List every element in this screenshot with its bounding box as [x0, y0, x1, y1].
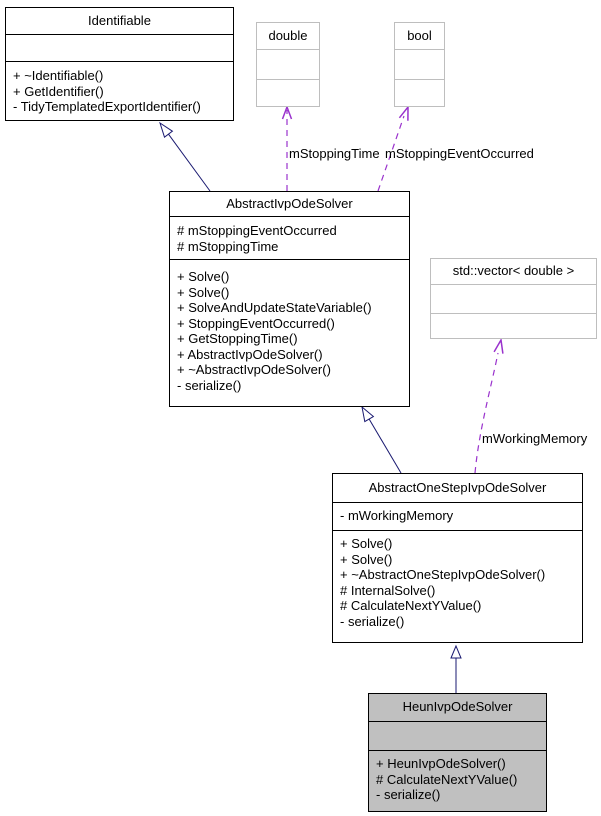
class-title: AbstractOneStepIvpOdeSolver: [368, 480, 547, 495]
inheritance-arrow-abstractivp-identifiable: [159, 121, 211, 192]
method-label: + AbstractIvpOdeSolver(): [177, 346, 323, 362]
method-label: + HeunIvpOdeSolver(): [376, 756, 506, 771]
attributes-section-empty: [6, 34, 233, 61]
attribute-label: # mStoppingEventOccurred: [177, 223, 337, 238]
method-label: + GetIdentifier(): [13, 83, 104, 99]
method-label: + Solve(): [340, 536, 393, 551]
class-node-double[interactable]: double: [256, 22, 320, 107]
class-title: Identifiable: [88, 13, 151, 28]
method-label: # CalculateNextYValue(): [340, 598, 482, 613]
attributes-section-empty: [395, 49, 444, 79]
method-label: + ~AbstractOneStepIvpOdeSolver(): [340, 567, 546, 582]
method-label: - serialize(): [177, 377, 242, 393]
edge-label-mstoppingtime: mStoppingTime: [289, 146, 380, 161]
method-label: - serialize(): [340, 613, 405, 629]
class-node-heunivpodesolver[interactable]: HeunIvpOdeSolver + HeunIvpOdeSolver() # …: [368, 693, 547, 812]
method-label: + ~AbstractIvpOdeSolver(): [177, 362, 331, 377]
method-label: + SolveAndUpdateStateVariable(): [177, 300, 372, 315]
method-label: + GetStoppingTime(): [177, 331, 298, 346]
class-node-abstractivpodesolver[interactable]: AbstractIvpOdeSolver # mStoppingEventOcc…: [169, 191, 410, 407]
class-node-bool[interactable]: bool: [394, 22, 445, 107]
attributes-section-empty: [431, 284, 596, 313]
class-node-identifiable[interactable]: Identifiable + ~Identifiable() + GetIden…: [5, 7, 234, 121]
methods-section: + Solve() + Solve() + SolveAndUpdateStat…: [170, 259, 409, 393]
class-node-std-vector-double[interactable]: std::vector< double >: [430, 258, 597, 339]
edge-label-mstoppingeventoccurred: mStoppingEventOccurred: [385, 146, 534, 161]
method-label: # InternalSolve(): [340, 582, 436, 598]
methods-section: + Solve() + Solve() + ~AbstractOneStepIv…: [333, 530, 582, 629]
class-title: double: [268, 28, 308, 43]
attribute-label: # mStoppingTime: [177, 238, 279, 254]
inheritance-arrow-heun-onestep: [450, 644, 462, 693]
usage-arrow-mworkingmemory: [474, 337, 504, 474]
method-label: + Solve(): [177, 269, 230, 284]
attributes-section-empty: [257, 49, 319, 79]
attributes-section-empty: [369, 721, 546, 750]
methods-section-empty: [431, 313, 596, 314]
methods-section: + HeunIvpOdeSolver() # CalculateNextYVal…: [369, 750, 546, 803]
attribute-label: - mWorkingMemory: [340, 508, 454, 523]
edge-label-mworkingmemory: mWorkingMemory: [482, 431, 588, 446]
class-title: bool: [407, 28, 432, 43]
inheritance-arrow-onestep-abstractivp: [361, 405, 402, 474]
attributes-section: # mStoppingEventOccurred # mStoppingTime: [170, 216, 409, 259]
attributes-section: - mWorkingMemory: [333, 502, 582, 530]
method-label: - serialize(): [376, 787, 441, 802]
methods-section-empty: [395, 79, 444, 80]
method-label: + StoppingEventOccurred(): [177, 315, 335, 331]
method-label: + ~Identifiable(): [13, 68, 104, 83]
class-node-abstractonestepivpodesolver[interactable]: AbstractOneStepIvpOdeSolver - mWorkingMe…: [332, 473, 583, 643]
class-title: AbstractIvpOdeSolver: [226, 196, 353, 211]
class-title: HeunIvpOdeSolver: [402, 699, 513, 714]
method-label: - TidyTemplatedExportIdentifier(): [13, 99, 201, 114]
class-title: std::vector< double >: [452, 263, 575, 278]
method-label: + Solve(): [177, 284, 230, 300]
methods-section-empty: [257, 79, 319, 80]
methods-section: + ~Identifiable() + GetIdentifier() - Ti…: [6, 61, 233, 115]
method-label: + Solve(): [340, 551, 393, 567]
method-label: # CalculateNextYValue(): [376, 771, 518, 787]
